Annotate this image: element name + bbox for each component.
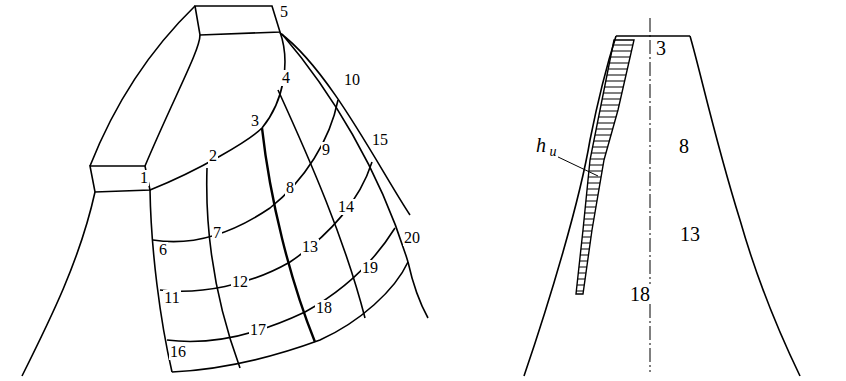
point-number: 19 — [361, 260, 379, 276]
point-number: 2 — [208, 148, 218, 164]
point-number: 11 — [163, 290, 180, 306]
point-number: 15 — [371, 132, 389, 148]
point-number: 16 — [169, 344, 187, 360]
point-number: 9 — [321, 142, 331, 158]
point-number: 4 — [281, 70, 291, 86]
point-number: 10 — [343, 72, 361, 88]
point-number: 17 — [249, 322, 267, 338]
point-number: 3 — [250, 113, 260, 129]
point-number: 6 — [158, 242, 168, 258]
point-number: 13 — [301, 239, 319, 255]
point-number: 8 — [285, 180, 295, 196]
point-number: 5 — [279, 4, 289, 20]
point-number: 7 — [212, 225, 222, 241]
point-number: 20 — [403, 230, 421, 246]
section-number: 13 — [679, 224, 701, 244]
symbol-subscript: u — [549, 145, 558, 159]
section-number: 3 — [655, 38, 667, 58]
point-number: 14 — [337, 199, 355, 215]
point-number: 12 — [231, 274, 249, 290]
section-number: 18 — [629, 284, 651, 304]
point-number: 1 — [139, 170, 149, 186]
symbol-letter: h — [535, 135, 547, 155]
point-number: 18 — [315, 300, 333, 316]
section-number: 8 — [678, 136, 690, 156]
